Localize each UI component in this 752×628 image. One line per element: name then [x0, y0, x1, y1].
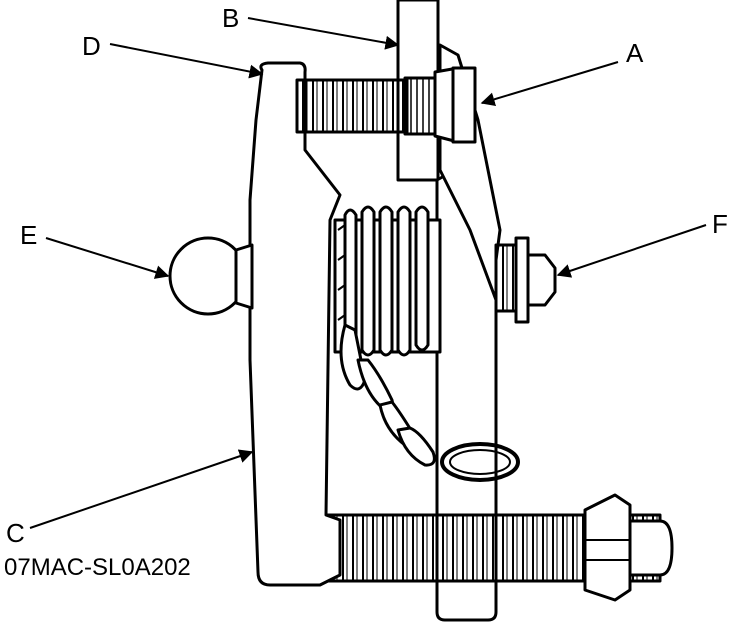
side-bolt-washer [514, 236, 530, 324]
part-code: 07MAC-SL0A202 [4, 554, 191, 581]
leader-line-d [109, 43, 264, 79]
leader-line-b [247, 17, 400, 50]
leader-line-f [556, 224, 707, 278]
leader-line-c [29, 449, 254, 529]
callout-c: C [6, 518, 25, 548]
bolt-collar [451, 66, 477, 144]
leader-line-a [480, 61, 619, 107]
callout-b: B [222, 3, 240, 33]
callout-f: F [712, 209, 728, 239]
safety-chain [339, 323, 436, 467]
upper-bolt-knurl [403, 76, 437, 136]
callout-d: D [82, 31, 101, 61]
side-bolt-nut [526, 253, 557, 307]
clamp-body [248, 61, 342, 587]
leader-line-e [45, 237, 170, 279]
callout-a: A [626, 38, 644, 68]
chain-ring [440, 442, 520, 482]
upper-bolt-shaft [295, 78, 409, 134]
main-vertical-bar [435, 168, 498, 622]
lower-hex-nut [583, 493, 632, 602]
lower-rod-end [628, 519, 674, 577]
callout-e: E [20, 220, 38, 250]
